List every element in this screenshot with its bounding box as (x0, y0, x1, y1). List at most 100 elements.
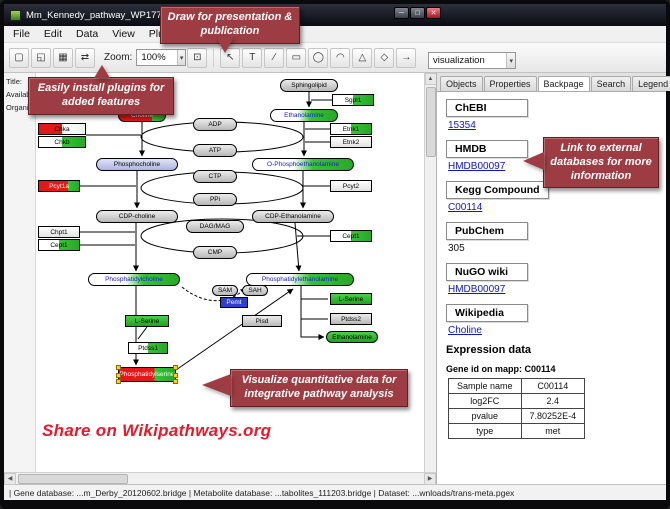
new-pathway-button[interactable]: ▢ (9, 47, 29, 68)
node-label: CTP (208, 173, 222, 180)
zoom-to-fit-button[interactable]: ⊡ (187, 47, 208, 68)
diamond-tool-button[interactable]: ◇ (374, 47, 395, 68)
menu-edit[interactable]: Edit (43, 28, 63, 40)
pathway-node-atp[interactable]: ATP (193, 144, 237, 157)
selection-handle[interactable] (116, 379, 121, 384)
pathway-node-phosphocholine[interactable]: Phosphocholine (96, 158, 178, 171)
scroll-up-icon[interactable]: ▲ (424, 73, 437, 85)
backpage-value-chebi[interactable]: 15354 (448, 120, 476, 131)
pathway-node-ptdss1[interactable]: Ptdss1 (128, 342, 168, 354)
label-tool-button[interactable]: T (242, 47, 263, 68)
app-icon (10, 9, 21, 21)
rectangle-tool-button[interactable]: ▭ (286, 47, 307, 68)
tab-legend[interactable]: Legend (632, 76, 670, 91)
pathway-node-l-serine[interactable]: L-Serine (330, 293, 372, 305)
pathway-node-cdp-choline[interactable]: CDP-choline (96, 210, 178, 223)
visualization-value: visualization (433, 55, 485, 66)
pathway-node-etnk1[interactable]: Etnk1 (330, 123, 372, 135)
menu-view[interactable]: View (112, 28, 135, 40)
pathway-node-pcyt2[interactable]: Pcyt2 (330, 180, 372, 192)
tab-search[interactable]: Search (590, 76, 632, 91)
pathway-node-chkb[interactable]: Chkb (38, 136, 86, 148)
pathway-node-sah[interactable]: SAH (242, 285, 268, 296)
tab-backpage[interactable]: Backpage (537, 76, 590, 91)
node-label: PPi (209, 196, 221, 203)
callout-plugins-arrow-icon (94, 65, 110, 78)
close-button[interactable]: ✕ (426, 7, 441, 19)
selection-handle[interactable] (173, 379, 178, 384)
pathway-node-cept1[interactable]: Cept1 (330, 230, 372, 242)
pathway-node-dag-mag[interactable]: DAG/MAG (186, 220, 244, 233)
tab-objects[interactable]: Objects (440, 76, 483, 91)
pathway-node-ppi[interactable]: PPi (193, 193, 237, 206)
arc-tool-button[interactable]: ◠ (330, 47, 351, 68)
backpage-value-wikipedia[interactable]: Choline (448, 325, 482, 336)
table-cell: C00114 (520, 378, 586, 394)
pathway-node-etnk2[interactable]: Etnk2 (330, 136, 372, 148)
pathway-node-cmp[interactable]: CMP (193, 246, 237, 259)
menu-file[interactable]: File (13, 28, 30, 40)
node-label: Cept1 (342, 232, 360, 240)
pathway-node-chka[interactable]: Chka (38, 123, 86, 135)
selection-handle[interactable] (116, 365, 121, 370)
ellipse-tool-button[interactable]: ◯ (308, 47, 329, 68)
pathway-node-ethanolamine[interactable]: Ethanolamine (270, 109, 338, 122)
pathway-node-phosphatidylcholine[interactable]: Phosphatidylcholine (88, 273, 180, 286)
backpage-value-kegg-compound[interactable]: C00114 (448, 202, 483, 213)
callout-visualize: Visualize quantitative data for integrat… (230, 369, 408, 407)
scroll-left-icon[interactable]: ◀ (4, 472, 16, 485)
open-pathway-button[interactable]: ◱ (31, 47, 51, 68)
pathway-node-pisd[interactable]: Pisd (242, 315, 282, 327)
pathway-node-adp[interactable]: ADP (193, 118, 237, 131)
visualization-combobox[interactable]: visualization ▾ (428, 52, 516, 69)
save-pathway-button[interactable]: ▦ (53, 47, 73, 68)
pathway-node-chpt1[interactable]: Chpt1 (38, 226, 80, 238)
tab-properties[interactable]: Properties (483, 76, 537, 91)
import-export-button[interactable]: ⇄ (75, 47, 95, 68)
line-tool-button[interactable]: ∕ (264, 47, 285, 68)
node-label: Cept1 (50, 241, 68, 249)
backpage-value-hmdb[interactable]: HMDB00097 (448, 161, 506, 172)
interaction-tool-button[interactable]: → (396, 47, 417, 68)
pathway-node-cdp-ethanolamine[interactable]: CDP-Ethanolamine (252, 210, 334, 223)
minimize-button[interactable]: ─ (394, 7, 409, 19)
menu-data[interactable]: Data (76, 28, 99, 40)
pathvisio-window: Mm_Kennedy_pathway_WP1771_45176.gpml ─ □… (4, 4, 670, 500)
backpage-value-nugo-wiki[interactable]: HMDB00097 (448, 284, 506, 295)
maximize-button[interactable]: □ (410, 7, 425, 19)
node-label: Pemt (226, 299, 242, 306)
pathway-node-ptdss2[interactable]: Ptdss2 (330, 313, 372, 325)
zoom-combobox[interactable]: 100% ▾ (136, 49, 187, 66)
horizontal-scroll-thumb[interactable] (18, 473, 128, 484)
title-bar[interactable]: Mm_Kennedy_pathway_WP1771_45176.gpml ─ □… (4, 4, 666, 26)
scroll-right-icon[interactable]: ▶ (424, 472, 436, 485)
vertical-scrollbar[interactable]: ▲ (424, 73, 437, 484)
selection-handle[interactable] (173, 365, 178, 370)
pathway-node-sam[interactable]: SAM (212, 285, 238, 296)
pathway-node-phosphatidylserine[interactable]: Phosphatidylserine (116, 365, 178, 384)
node-label: Phosphatidylcholine (105, 276, 163, 283)
pathway-node-sgpl1[interactable]: Sgpl1 (332, 94, 374, 106)
pathway-node-l-serine[interactable]: L-Serine (125, 315, 169, 327)
selection-handle[interactable] (173, 373, 178, 378)
chevron-down-icon: ▾ (176, 50, 186, 65)
chevron-down-icon: ▾ (506, 53, 515, 68)
pathway-node-phosphatidylethanolamine[interactable]: Phosphatidylethanolamine (246, 273, 354, 286)
pathway-node-pemt[interactable]: Pemt (220, 297, 248, 308)
zoom-extra-group: ⊡ (186, 47, 208, 68)
selection-handle[interactable] (116, 373, 121, 378)
pathway-node-ctp[interactable]: CTP (193, 170, 237, 183)
triangle-tool-button[interactable]: △ (352, 47, 373, 68)
side-label-availab: Availab (6, 89, 31, 99)
node-label: Phosphocholine (113, 161, 161, 168)
pathway-node-ethanolamine[interactable]: Ethanolamine (326, 331, 378, 343)
pathway-node-cept1[interactable]: Cept1 (38, 239, 80, 251)
horizontal-scrollbar[interactable]: ◀ ▶ (4, 472, 436, 485)
pathway-node-sphingolipid[interactable]: Sphingolipid (280, 79, 338, 92)
vertical-scroll-thumb[interactable] (425, 87, 436, 157)
menu-bar: FileEditDataViewPluginsHelp (4, 26, 666, 43)
pathway-node-o-phosphoethanolamine[interactable]: O-Phosphoethanolamine (252, 158, 354, 171)
node-label: Phosphatidylserine (119, 371, 175, 378)
pathway-node-pcyt1a[interactable]: Pcyt1a (38, 180, 80, 192)
